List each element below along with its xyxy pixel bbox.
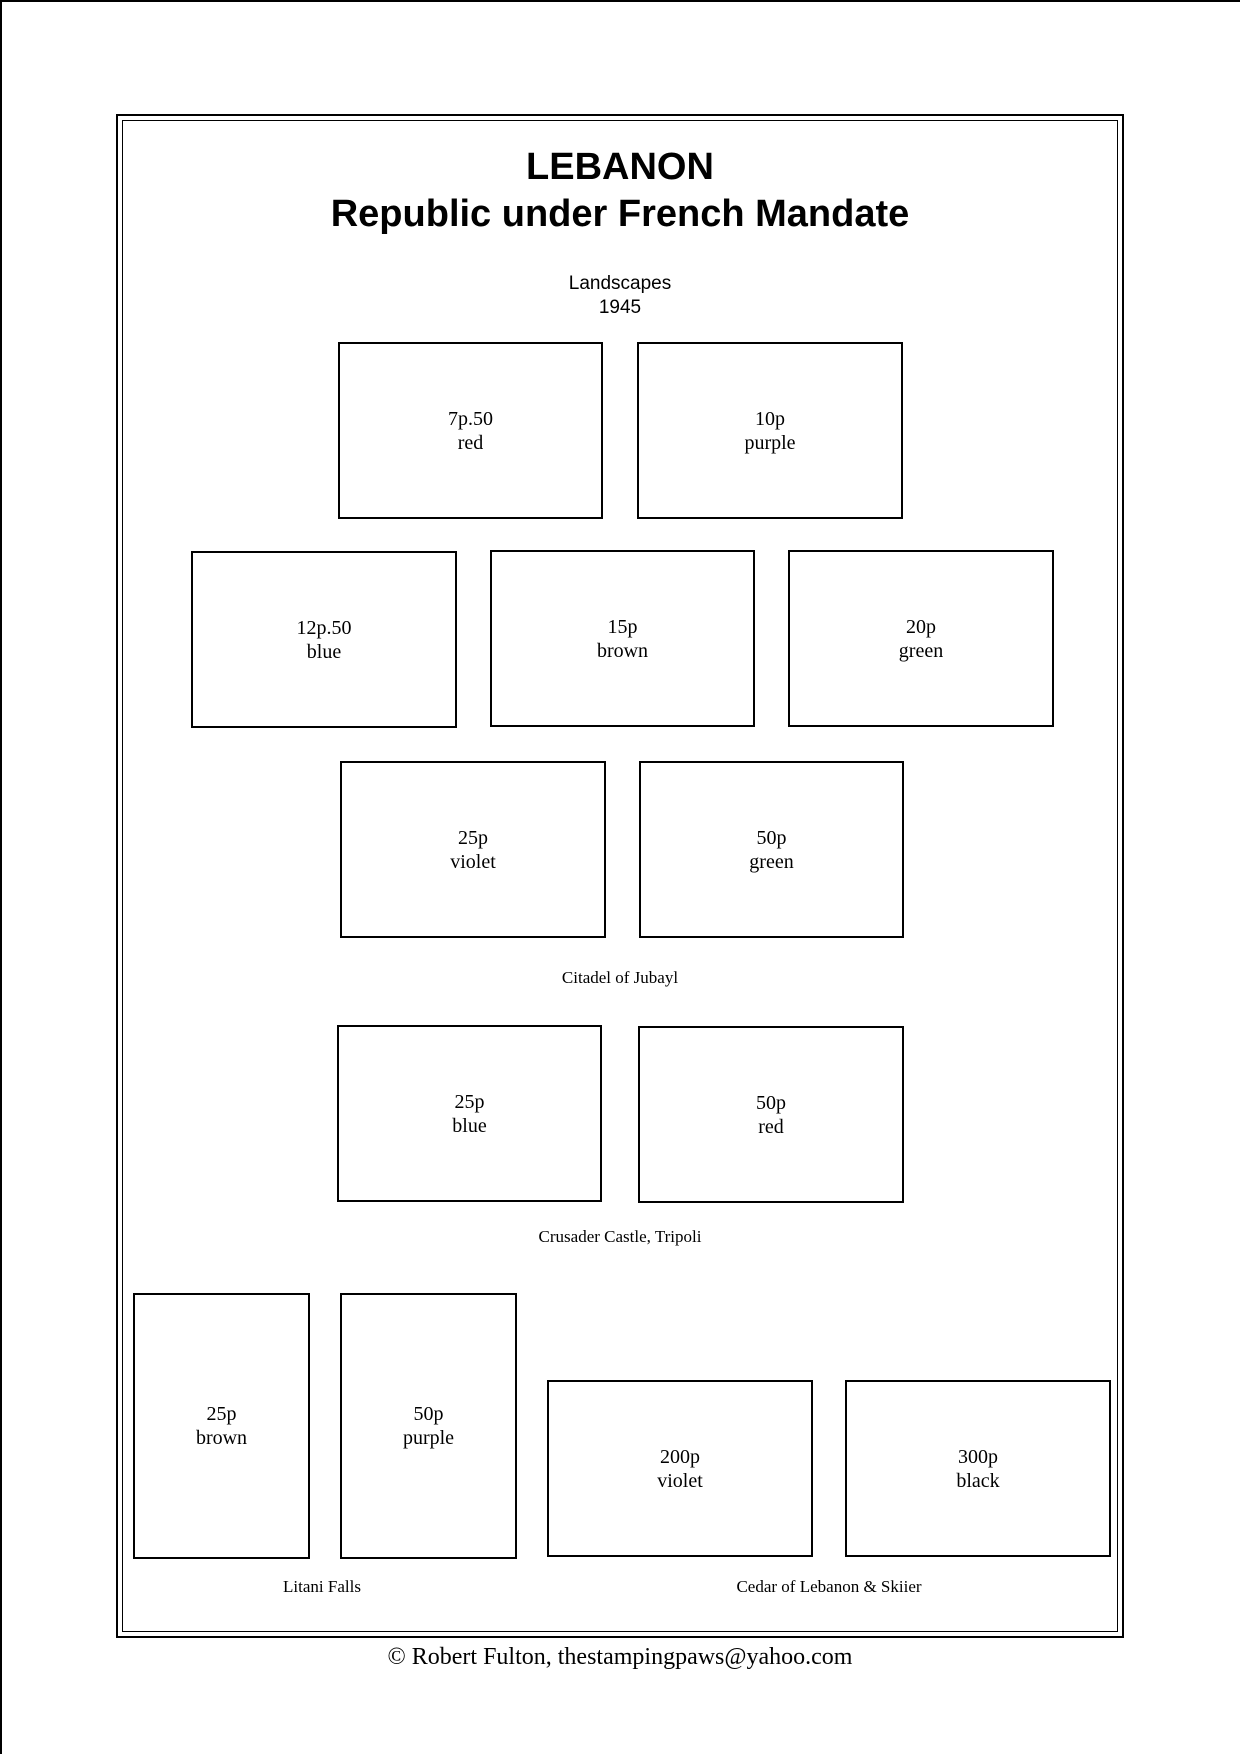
set-name: Landscapes [568, 273, 672, 294]
stamp-color: violet [450, 850, 496, 873]
stamp-box: 50p green [639, 761, 904, 938]
stamp-denomination: 50p [413, 1403, 444, 1425]
stamp-denomination: 50p [756, 1091, 786, 1114]
stamp-color: green [898, 639, 944, 662]
stamp-denomination: 12p.50 [296, 616, 352, 639]
stamp-box: 7p.50 red [338, 342, 603, 519]
stamp-box: 10p purple [637, 342, 903, 519]
page-border-inner [122, 120, 1118, 1632]
stamp-box: 25p brown [133, 1293, 310, 1559]
stamp-box: 25p violet [340, 761, 606, 938]
stamp-denomination: 200p [660, 1445, 700, 1468]
stamp-box: 50p purple [340, 1293, 517, 1559]
stamp-denomination: 25p [206, 1403, 237, 1425]
stamp-color: purple [402, 1427, 455, 1449]
stamp-box: 12p.50 blue [191, 551, 457, 728]
copyright-footer: © Robert Fulton, thestampingpaws@yahoo.c… [387, 1644, 853, 1670]
caption-crusader-castle: Crusader Castle, Tripoli [538, 1227, 702, 1246]
stamp-color: red [758, 1115, 784, 1138]
stamp-box: 20p green [788, 550, 1054, 727]
stamp-denomination: 300p [958, 1445, 998, 1468]
stamp-color: blue [306, 640, 342, 663]
stamp-denomination: 20p [906, 615, 936, 638]
page-edge-left [0, 0, 2, 1754]
caption-litani-falls: Litani Falls [283, 1577, 361, 1596]
page-subtitle: Republic under French Mandate [330, 193, 910, 235]
page-border-outer [116, 114, 1124, 1638]
stamp-box: 15p brown [490, 550, 755, 727]
stamp-denomination: 25p [454, 1090, 485, 1113]
stamp-color: blue [452, 1114, 487, 1137]
stamp-box: 25p blue [337, 1025, 602, 1202]
stamp-denomination: 7p.50 [448, 407, 493, 430]
stamp-denomination: 10p [755, 407, 785, 430]
page-title: LEBANON [526, 146, 714, 188]
stamp-color: red [457, 431, 484, 454]
stamp-color: brown [596, 639, 649, 662]
stamp-color: brown [195, 1427, 248, 1449]
stamp-box: 50p red [638, 1026, 904, 1203]
stamp-color: violet [657, 1469, 703, 1492]
stamp-denomination: 25p [458, 826, 488, 849]
caption-citadel: Citadel of Jubayl [561, 968, 679, 987]
stamp-color: purple [744, 431, 796, 454]
stamp-denomination: 15p [607, 615, 638, 638]
stamp-denomination: 50p [756, 826, 787, 849]
page-edge-top [0, 0, 1240, 2]
set-year: 1945 [598, 297, 642, 318]
stamp-color: black [956, 1469, 1000, 1492]
stamp-color: green [749, 850, 794, 873]
stamp-box: 300p black [845, 1380, 1111, 1557]
stamp-box: 200p violet [547, 1380, 813, 1557]
caption-cedar-skiier: Cedar of Lebanon & Skiier [736, 1577, 922, 1596]
